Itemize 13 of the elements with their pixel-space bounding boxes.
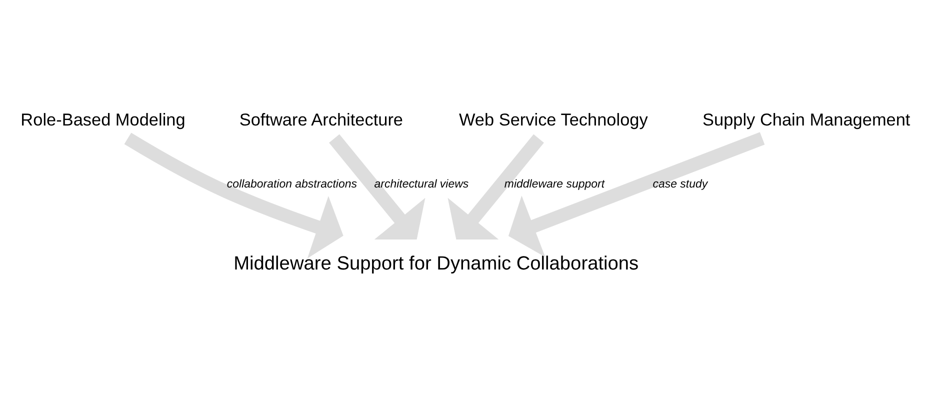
node-text: Software Architecture <box>239 109 404 130</box>
node-text: Web Service Technology <box>458 109 648 130</box>
edge-label: collaboration abstractions <box>226 178 357 191</box>
edge-label: architectural views <box>374 178 469 191</box>
edge-label: case study <box>652 178 708 191</box>
node-text: Middleware Support for Dynamic Collaborations <box>234 253 639 274</box>
node-text: Role-Based Modeling <box>20 109 186 130</box>
arrow <box>508 132 765 258</box>
node-text: Supply Chain Management <box>702 109 910 130</box>
arrow <box>329 134 426 240</box>
arrow <box>124 132 344 258</box>
arrow <box>448 134 544 240</box>
edge-label: middleware support <box>504 178 605 191</box>
